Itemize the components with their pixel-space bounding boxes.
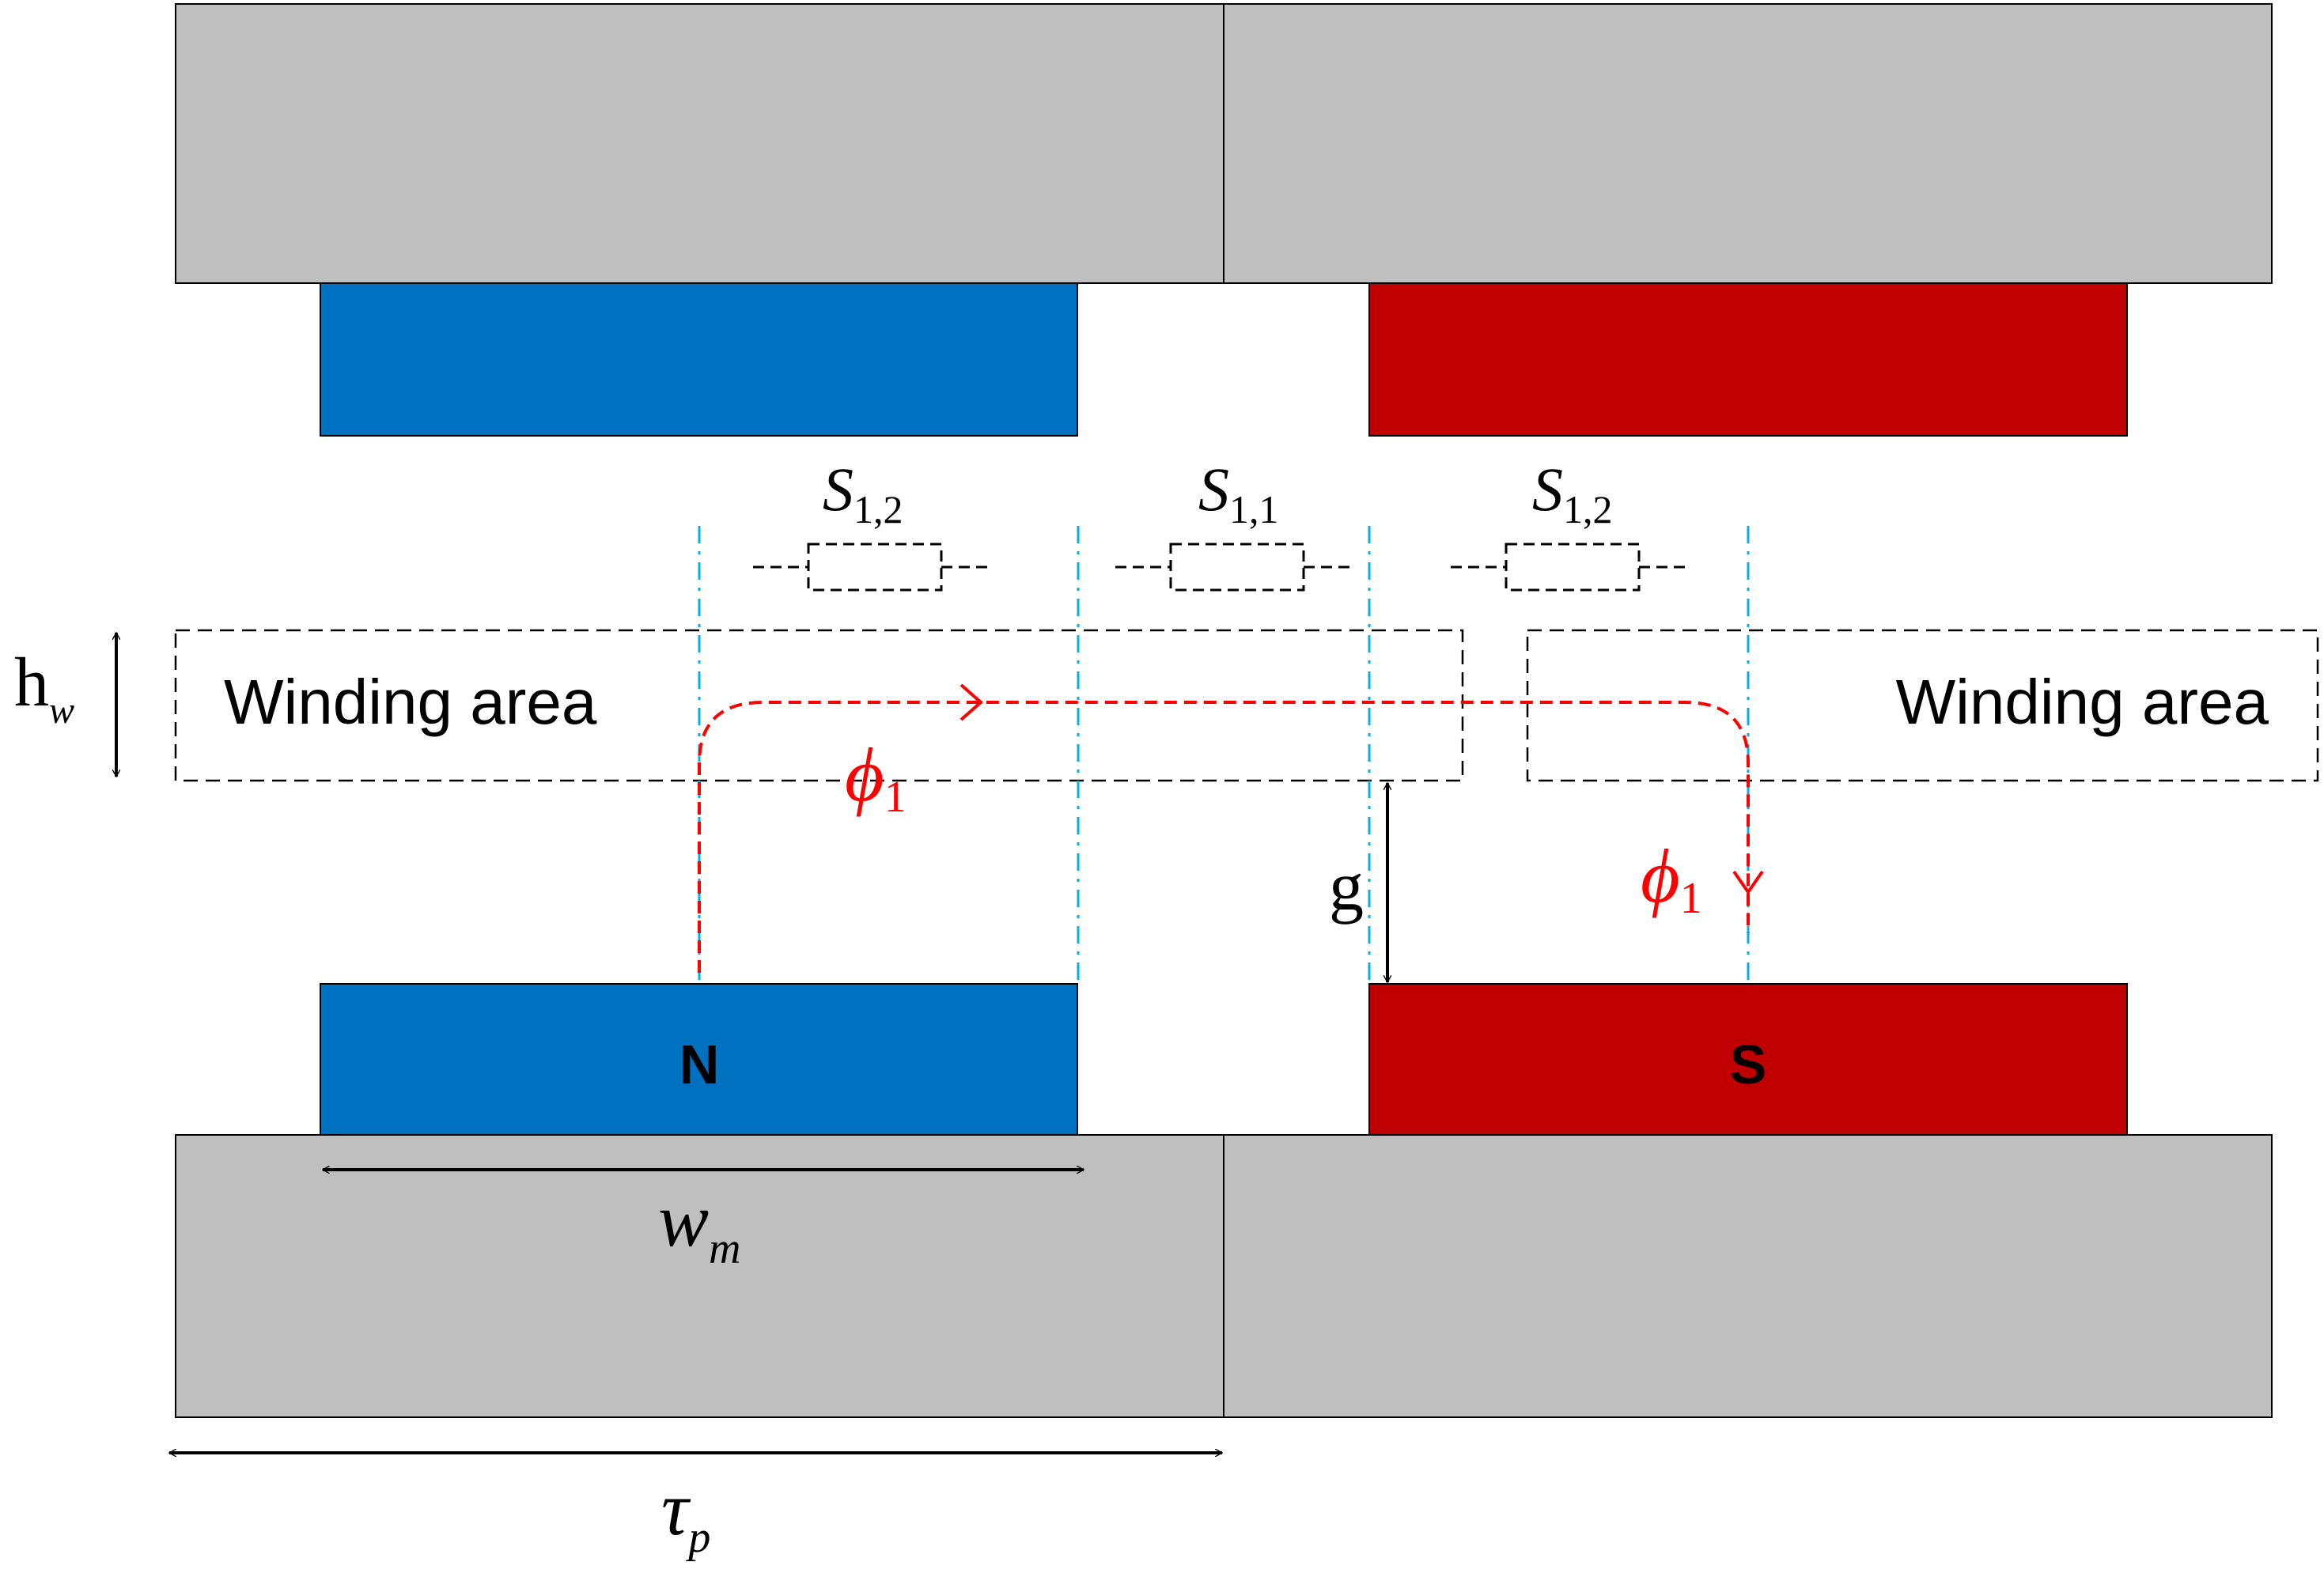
resistor-label-2: S1,1	[1198, 455, 1279, 531]
resistor-label-1: S1,2	[823, 455, 903, 531]
tau-label: τp	[661, 1466, 710, 1562]
hw-label: hw	[14, 645, 74, 732]
bottom-magnet-north	[320, 983, 1078, 1136]
flux-path	[698, 701, 1750, 973]
resistor-label-1-main: S	[823, 455, 854, 524]
flux-arrow-horizontal	[960, 683, 984, 721]
hw-label-main: h	[14, 645, 49, 721]
resistor-label-3-main: S	[1532, 455, 1563, 524]
flux-label-top-sub: 1	[884, 773, 907, 822]
resistor-label-3-sub: 1,2	[1563, 487, 1613, 531]
winding-area-right-label: Winding area	[1896, 667, 2269, 737]
flux-arrow-down	[1732, 870, 1764, 895]
tau-label-sub: p	[685, 1513, 710, 1562]
flux-label-top: ϕ1	[845, 732, 907, 822]
top-iron-right	[1223, 3, 2273, 284]
wm-label-main: w	[658, 1178, 709, 1262]
resistor-label-2-sub: 1,1	[1229, 487, 1279, 531]
wm-label: wm	[658, 1178, 740, 1273]
bottom-iron-right	[1223, 1134, 2273, 1418]
resistor-1	[753, 543, 989, 592]
gap-label: g	[1329, 849, 1364, 925]
resistor-label-2-main: S	[1198, 455, 1229, 524]
bottom-iron-left	[175, 1134, 1224, 1418]
magnet-s-label: S	[1730, 1034, 1767, 1095]
winding-area-right-box	[1526, 629, 2319, 782]
hw-label-sub: w	[49, 690, 74, 732]
resistor-3	[1451, 543, 1685, 592]
wm-label-sub: m	[709, 1224, 740, 1273]
flux-label-right-sub: 1	[1680, 874, 1702, 923]
winding-area-left-label: Winding area	[224, 667, 597, 737]
flux-label-top-symbol: ϕ	[845, 732, 884, 817]
top-magnet-north	[320, 282, 1078, 437]
flux-label-right: ϕ1	[1641, 834, 1702, 923]
resistor-2	[1115, 543, 1349, 592]
top-magnet-south	[1368, 282, 2128, 437]
magnet-n-label: N	[679, 1034, 720, 1095]
resistor-symbols	[753, 543, 1685, 592]
resistor-label-3: S1,2	[1532, 455, 1613, 531]
resistor-label-1-sub: 1,2	[854, 487, 903, 531]
flux-label-right-symbol: ϕ	[1641, 834, 1680, 918]
bottom-magnet-south	[1368, 983, 2128, 1136]
top-iron-left	[175, 3, 1224, 284]
winding-area-left-box	[174, 629, 1464, 782]
tau-label-main: τ	[661, 1466, 691, 1551]
